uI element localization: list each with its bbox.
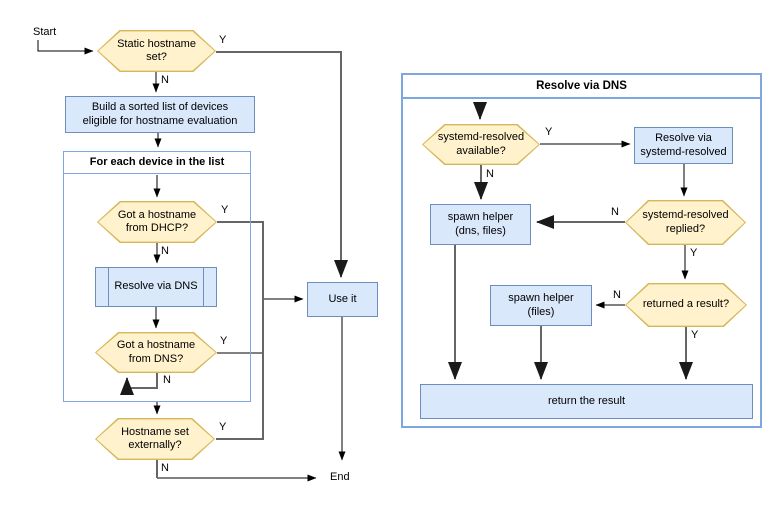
subprocess-bar-left [108, 268, 109, 306]
process-spawn-helper-dns-files-label: spawn helper (dns, files) [447, 211, 514, 237]
end-label: End [330, 471, 350, 483]
subprocess-resolve-dns-label: Resolve via DNS [114, 280, 198, 293]
decision-got-dhcp: Got a hostname from DHCP? [97, 201, 217, 243]
process-return-result: return the result [420, 384, 753, 419]
process-resolve-via-resolved-label: Resolve via systemd-resolved [640, 132, 727, 158]
decision-got-dns-label: Got a hostname from DNS? [116, 339, 196, 365]
decision-resolved-replied-label: systemd-resolved replied? [642, 209, 729, 235]
hexagon-shape-fill [626, 284, 746, 326]
branch-label-no: N [161, 245, 169, 257]
decision-returned-result: returned a result? [625, 283, 747, 327]
process-return-result-label: return the result [547, 394, 626, 407]
branch-label-yes: Y [545, 126, 553, 138]
decision-got-dns: Got a hostname from DNS? [95, 332, 217, 373]
branch-label-no: N [163, 374, 171, 386]
start-label: Start [33, 26, 57, 38]
branch-label-yes: Y [690, 247, 698, 259]
edge-static-yes [216, 51, 348, 278]
branch-label-yes: Y [691, 329, 699, 341]
hexagon-shape-fill [98, 31, 215, 71]
process-build-list: Build a sorted list of devices eligible … [65, 96, 255, 133]
container-resolve-via-dns-title: Resolve via DNS [403, 75, 760, 99]
process-spawn-helper-dns-files: spawn helper (dns, files) [430, 204, 531, 245]
decision-hostname-external: Hostname set externally? [95, 418, 215, 460]
container-for-each-device: For each device in the list [63, 151, 251, 402]
branch-label-yes: Y [219, 34, 227, 46]
process-resolve-via-resolved: Resolve via systemd-resolved [634, 127, 733, 164]
process-build-list-label: Build a sorted list of devices eligible … [82, 101, 238, 127]
decision-got-dhcp-label: Got a hostname from DHCP? [117, 208, 197, 234]
decision-resolved-available-label: systemd-resolved available? [437, 131, 525, 157]
container-title-text: For each device in the list [89, 155, 225, 168]
hexagon-shape-fill [96, 419, 214, 459]
container-title-text: Resolve via DNS [536, 79, 627, 92]
hexagon-shape-fill [98, 202, 216, 242]
branch-label-no: N [486, 168, 494, 180]
branch-label-no: N [611, 206, 619, 218]
container-for-each-device-title: For each device in the list [64, 152, 250, 174]
decision-returned-result-label: returned a result? [642, 298, 730, 311]
process-use-it: Use it [307, 282, 378, 317]
branch-label-yes: Y [219, 421, 227, 433]
decision-resolved-available: systemd-resolved available? [422, 124, 540, 165]
hexagon-shape-fill [423, 125, 539, 164]
subprocess-resolve-dns: Resolve via DNS [95, 267, 217, 307]
edge-start-to-static [37, 40, 94, 55]
decision-hostname-external-label: Hostname set externally? [121, 425, 189, 451]
edge-yes-collector [216, 221, 264, 440]
process-spawn-helper-files: spawn helper (files) [490, 285, 592, 326]
edge-dns-no-loop [120, 373, 158, 395]
branch-label-no: N [161, 462, 169, 474]
hexagon-shape-fill [626, 201, 745, 244]
subprocess-bar-right [203, 268, 204, 306]
decision-static-hostname: Static hostname set? [97, 30, 216, 72]
decision-resolved-replied: systemd-resolved replied? [625, 200, 746, 245]
container-resolve-via-dns: Resolve via DNS [401, 73, 762, 428]
branch-label-no: N [161, 74, 169, 86]
process-spawn-helper-files-label: spawn helper (files) [508, 292, 574, 318]
branch-label-yes: Y [221, 204, 229, 216]
hexagon-shape-fill [96, 333, 216, 372]
branch-label-no: N [613, 289, 621, 301]
decision-static-hostname-label: Static hostname set? [117, 37, 196, 63]
branch-label-yes: Y [220, 335, 228, 347]
process-use-it-label: Use it [328, 292, 357, 305]
